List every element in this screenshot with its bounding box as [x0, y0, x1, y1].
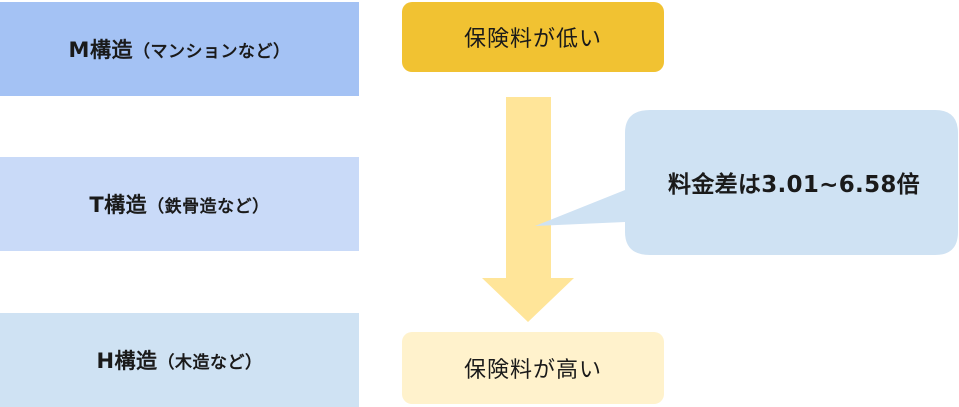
low-premium-box: 保険料が低い [402, 2, 664, 72]
t-structure-note: （鉄骨造など） [147, 196, 270, 217]
h-structure-box: H構造（木造など） [0, 313, 359, 407]
t-structure-box: T構造（鉄骨造など） [0, 157, 359, 251]
down-arrow [482, 97, 574, 322]
h-structure-label: H構造 [96, 349, 158, 373]
price-difference-callout: 料金差は3.01~6.58倍 [668, 172, 920, 198]
t-structure-label: T構造 [89, 193, 148, 217]
speech-bubble [535, 110, 958, 255]
h-structure-note: （木造など） [157, 352, 263, 373]
m-structure-box: M構造（マンションなど） [0, 2, 359, 96]
m-structure-note: （マンションなど） [132, 41, 291, 62]
high-premium-box: 保険料が高い [402, 332, 664, 404]
m-structure-label: M構造 [68, 38, 133, 62]
